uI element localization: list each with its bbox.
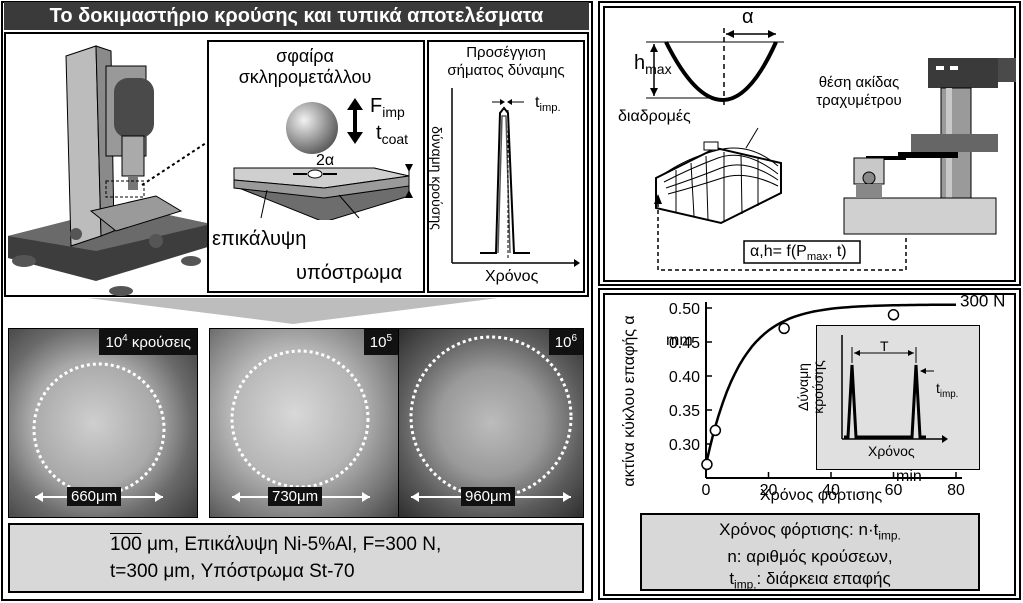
signal-timp-label: timp.	[535, 94, 561, 115]
contact-diameter-label: 2α	[316, 152, 335, 169]
y-tick-label: 0.50	[669, 301, 700, 318]
diameter-label-3: 960μm	[461, 487, 516, 506]
inset-timp-label: timp.	[936, 380, 959, 400]
caption-line-2: t=300 μm, Υπόστρωμα St-70	[110, 561, 355, 582]
signal-box	[427, 40, 585, 293]
inset-xlabel: Χρόνος	[868, 443, 915, 459]
tcoat-label: tcoat	[376, 122, 409, 147]
micrograph-1e4: 104 κρούσεις 660μm	[8, 328, 198, 518]
x-tick-label: 80	[947, 482, 965, 499]
down-arrow	[88, 298, 498, 324]
hard-metal-sphere	[286, 102, 338, 154]
series-label: 300 N	[960, 294, 1005, 311]
force-label: Fimp	[370, 95, 405, 120]
data-point	[887, 309, 900, 321]
inset-force-plot	[841, 335, 948, 443]
diameter-label-2: 730μm	[268, 487, 323, 506]
data-point	[778, 322, 790, 335]
contact-circle-1	[32, 362, 166, 496]
rcaption-line-3: timp.: διάρκεια επαφής	[729, 569, 891, 592]
impacts-label-3: 106	[548, 329, 583, 355]
tip-position-label: θέση ακίδας τραχυμέτρου	[816, 74, 902, 109]
data-point	[709, 424, 722, 437]
impacts-label-1: 104 κρούσεις	[99, 329, 197, 355]
x-tick-label: 60	[885, 482, 903, 499]
alpha-label: α	[742, 6, 754, 28]
profile-formula: α,h= f(Pmax, t)	[750, 243, 847, 264]
y-tick-label: 0.35	[669, 403, 700, 420]
series-line	[704, 303, 956, 465]
rcaption-line-2: n: αριθμός κρούσεων,	[727, 547, 893, 567]
impact-sketch	[233, 98, 413, 220]
contact-radius-chart: 0 20 40 60 80 0.30 0.35 0.40 0.45 0.50 300 N	[669, 294, 1006, 499]
loading-time-caption: Χρόνος φόρτισης: n·timp. n: αριθμός κρού…	[640, 513, 980, 592]
experiment-caption: 100 μm, Επικάλυψη Ni-5%Al, F=300 N, t=30…	[8, 523, 584, 593]
zoom-connector	[141, 142, 207, 186]
inset-box	[816, 325, 980, 470]
impact-tester-illustration	[8, 45, 211, 296]
traces-label: διαδρομές	[618, 108, 691, 125]
contact-circle-2	[230, 349, 370, 489]
inset-period-label: T	[880, 338, 889, 354]
chart-xlabel: Χρόνος φόρτισης	[760, 487, 883, 504]
contact-circle-3	[409, 335, 573, 499]
y-tick-label: 0.30	[669, 437, 700, 454]
page-title: Το δοκιμαστήριο κρούσης και τυπικά αποτε…	[4, 2, 589, 30]
hmax-label: hmax	[634, 52, 672, 77]
caption-line-1: 100 μm, Επικάλυψη Ni-5%Al, F=300 N,	[110, 534, 442, 555]
diameter-label-1: 660μm	[67, 487, 122, 506]
signal-xlabel: Χρόνος	[485, 268, 539, 285]
substrate-label: υπόστρωμα	[296, 262, 403, 284]
sphere-label: σφαίρα σκληρομετάλλου	[238, 46, 372, 87]
scale-bar-value: 100	[110, 534, 142, 555]
coating-label: επικάλυψη	[212, 228, 307, 250]
inset-ylabel: Δύναμη κρούσης	[795, 360, 826, 414]
plot-area: 0 20 40 60 80 0.30 0.35 0.40 0.45 0.50 300 N	[669, 294, 1006, 499]
micrograph-1e5: 105 730μm	[209, 328, 399, 518]
signal-ylabel: δύναμη κρούσης	[429, 126, 445, 230]
chart-xunit: min	[896, 468, 922, 485]
y-tick-label: 0.40	[669, 369, 700, 386]
impacts-label-2: 105	[363, 329, 398, 355]
impact-sketch-box	[207, 40, 425, 293]
profile-diagram	[646, 28, 1016, 271]
x-tick-label: 20	[760, 482, 778, 499]
x-tick-label: 40	[822, 482, 840, 499]
y-tick-label: 0.45	[669, 335, 700, 352]
chart-yunit: mm	[666, 332, 693, 349]
x-tick-label: 0	[702, 482, 711, 499]
micrograph-1e6: 106 960μm	[398, 328, 584, 518]
rcaption-line-1: Χρόνος φόρτισης: n·timp.	[719, 520, 901, 543]
data-point	[701, 458, 713, 471]
force-signal-plot	[451, 88, 580, 267]
signal-title: Προσέγγιση σήματος δύναμης	[447, 44, 565, 79]
